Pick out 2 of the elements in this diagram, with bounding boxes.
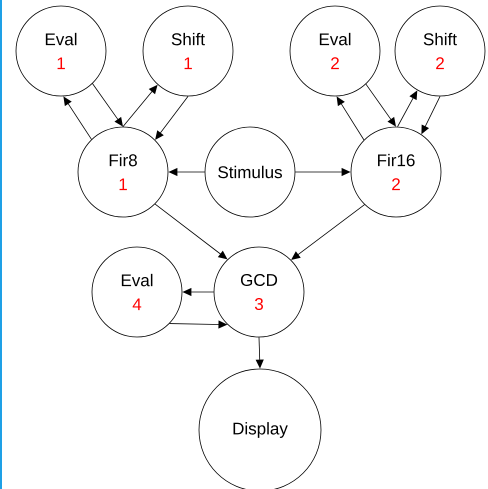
arrow (154, 204, 228, 260)
arrow (155, 96, 188, 140)
